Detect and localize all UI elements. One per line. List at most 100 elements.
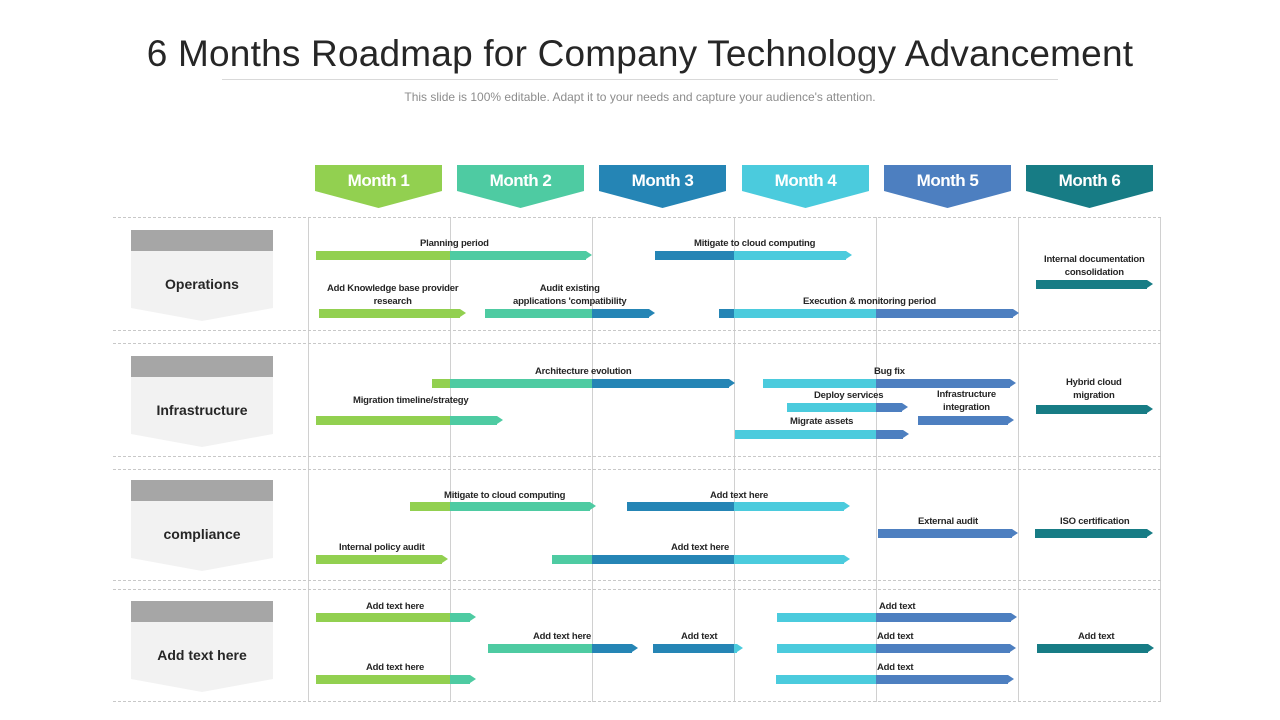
arrow-head-icon: [844, 502, 850, 510]
task-bar[interactable]: [655, 251, 852, 260]
task-bar-segment: [1036, 405, 1147, 414]
arrow-head-icon: [632, 644, 638, 652]
arrow-head-icon: [1010, 379, 1016, 387]
task-bar[interactable]: [719, 309, 1019, 318]
title-divider: [222, 79, 1058, 80]
task-bar-segment: [777, 613, 876, 622]
task-bar[interactable]: [488, 644, 638, 653]
task-bar-segment: [627, 502, 734, 511]
month-header-6: Month 6: [1026, 165, 1153, 208]
month-header-label: Month 3: [631, 171, 694, 190]
task-bar-segment: [734, 502, 844, 511]
month-header-label: Month 2: [489, 171, 552, 190]
month-header-label: Month 4: [774, 171, 837, 190]
task-bar[interactable]: [777, 613, 1017, 622]
task-bar-segment: [450, 502, 590, 511]
task-bar-segment: [734, 309, 876, 318]
grid-column-line: [1018, 217, 1019, 702]
task-label: Add text here: [671, 542, 730, 553]
row-label-text: Operations: [165, 276, 239, 292]
grid-row-line: [113, 589, 1161, 590]
task-bar-segment: [918, 416, 1008, 425]
task-bar-segment: [552, 555, 592, 564]
task-bar[interactable]: [485, 309, 655, 318]
row-label-cap: [131, 601, 273, 622]
task-bar[interactable]: [918, 416, 1014, 425]
task-bar[interactable]: [432, 379, 735, 388]
task-bar-segment: [410, 502, 450, 511]
arrow-head-icon: [590, 502, 596, 510]
arrow-head-icon: [729, 379, 735, 387]
task-bar[interactable]: [319, 309, 466, 318]
task-bar[interactable]: [1037, 644, 1154, 653]
task-bar-segment: [876, 430, 903, 439]
task-bar-segment: [592, 309, 649, 318]
task-bar-segment: [1037, 644, 1148, 653]
task-bar[interactable]: [878, 529, 1018, 538]
task-bar[interactable]: [776, 675, 1014, 684]
task-bar-segment: [592, 379, 729, 388]
row-label-text: Add text here: [157, 647, 247, 663]
task-label: Add text: [877, 631, 914, 642]
arrow-head-icon: [460, 309, 466, 317]
task-bar-segment: [876, 309, 1013, 318]
task-bar[interactable]: [735, 430, 909, 439]
task-bar[interactable]: [316, 416, 503, 425]
task-bar-segment: [450, 251, 586, 260]
task-label: Add text: [877, 662, 914, 673]
arrow-head-icon: [470, 675, 476, 683]
arrow-head-icon: [442, 555, 448, 563]
task-label: Bug fix: [874, 366, 905, 377]
task-bar[interactable]: [763, 379, 1016, 388]
task-label: Add text: [681, 631, 718, 642]
row-label-1: Operations: [131, 230, 273, 322]
grid-column-line: [1160, 217, 1161, 702]
arrow-head-icon: [1012, 529, 1018, 537]
task-label: Architecture evolution: [535, 366, 632, 377]
arrow-head-icon: [1147, 529, 1153, 537]
arrow-head-icon: [844, 555, 850, 563]
task-bar[interactable]: [316, 251, 592, 260]
task-label: Planning period: [420, 238, 489, 249]
grid-row-line: [113, 701, 1161, 702]
grid-row-line: [113, 580, 1161, 581]
task-bar[interactable]: [316, 675, 476, 684]
grid-row-line: [113, 217, 1161, 218]
row-label-3: compliance: [131, 480, 273, 572]
task-label: Deploy services: [814, 390, 884, 401]
row-label-4: Add text here: [131, 601, 273, 693]
task-bar[interactable]: [653, 644, 743, 653]
task-bar-segment: [787, 403, 876, 412]
arrow-head-icon: [649, 309, 655, 317]
arrow-head-icon: [497, 416, 503, 424]
row-label-2: Infrastructure: [131, 356, 273, 448]
task-bar-segment: [763, 379, 876, 388]
task-bar-segment: [776, 675, 876, 684]
task-label: Internal policy audit: [339, 542, 425, 553]
task-bar[interactable]: [316, 555, 448, 564]
row-label-cap: [131, 480, 273, 501]
task-bar-segment: [488, 644, 592, 653]
task-bar[interactable]: [1036, 405, 1153, 414]
row-label-text: compliance: [163, 526, 241, 542]
month-header-5: Month 5: [884, 165, 1011, 208]
task-bar[interactable]: [410, 502, 596, 511]
task-label: Mitigate to cloud computing: [444, 490, 566, 501]
task-label: Add text here: [710, 490, 769, 501]
row-label-cap: [131, 356, 273, 377]
task-bar[interactable]: [316, 613, 476, 622]
arrow-head-icon: [737, 644, 743, 652]
task-bar[interactable]: [777, 644, 1016, 653]
month-header-label: Month 6: [1058, 171, 1121, 190]
grid-column-line: [308, 217, 309, 702]
arrow-head-icon: [1147, 405, 1153, 413]
task-bar[interactable]: [1035, 529, 1153, 538]
grid-column-line: [734, 217, 735, 702]
month-header-3: Month 3: [599, 165, 726, 208]
task-bar[interactable]: [627, 502, 850, 511]
task-bar[interactable]: [787, 403, 908, 412]
task-bar[interactable]: [1036, 280, 1153, 289]
task-bar[interactable]: [552, 555, 850, 564]
